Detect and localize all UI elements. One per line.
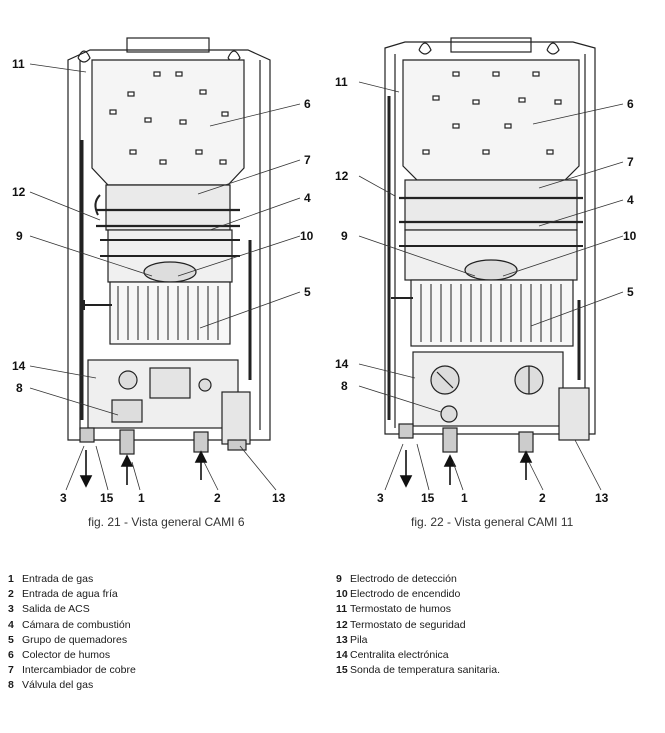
legend-number: 2 — [8, 588, 14, 601]
callout-8: 8 — [341, 379, 348, 393]
legend-number: 15 — [336, 664, 348, 677]
callout-1: 1 — [461, 491, 468, 505]
callout-15: 15 — [421, 491, 435, 505]
legend-number: 11 — [336, 603, 348, 616]
legend-item: 4 Cámara de combustión — [8, 618, 136, 633]
callout-14: 14 — [335, 357, 349, 371]
legend-item: 8 Válvula del gas — [8, 678, 136, 693]
callout-5: 5 — [627, 285, 634, 299]
callout-7: 7 — [304, 153, 311, 167]
callout-4: 4 — [304, 191, 311, 205]
callout-9: 9 — [341, 229, 348, 243]
legend-text: Intercambiador de cobre — [22, 664, 136, 677]
callout-5: 5 — [304, 285, 311, 299]
legend-number: 3 — [8, 603, 14, 616]
legend-item: 3 Salida de ACS — [8, 602, 136, 617]
callout-10: 10 — [623, 229, 637, 243]
legend-text: Termostato de seguridad — [350, 618, 466, 631]
legend-text: Pila — [350, 633, 368, 646]
legend-text: Entrada de gas — [22, 573, 94, 585]
legend-item: 7 Intercambiador de cobre — [8, 663, 136, 678]
callout-3: 3 — [60, 491, 67, 505]
legend-number: 12 — [336, 618, 348, 631]
legend-number: 4 — [8, 618, 14, 631]
callout-10: 10 — [300, 229, 314, 243]
callout-6: 6 — [304, 97, 311, 111]
battery — [558, 387, 590, 441]
callout-2: 2 — [539, 491, 546, 505]
legend-text: Electrodo de detección — [350, 573, 457, 585]
casing — [384, 41, 596, 435]
casing — [67, 49, 271, 441]
legend-text: Grupo de quemadores — [22, 633, 128, 646]
legend-left: 1 Entrada de gas 2 Entrada de agua fría 3 Sal… — [8, 572, 136, 694]
burner-group — [109, 281, 231, 345]
callout-12: 12 — [12, 185, 26, 199]
battery — [221, 391, 251, 445]
legend-item: 5 Grupo de quemadores — [8, 633, 136, 648]
figure-caption: fig. 22 - Vista general CAMI 11 — [411, 515, 574, 529]
callout-15: 15 — [100, 491, 114, 505]
callout-7: 7 — [627, 155, 634, 169]
legend-text: Sonda de temperatura sanitaria. — [350, 664, 501, 677]
callout-9: 9 — [16, 229, 23, 243]
callout-2: 2 — [214, 491, 221, 505]
callout-6: 6 — [627, 97, 634, 111]
callout-3: 3 — [377, 491, 384, 505]
callout-14: 14 — [12, 359, 26, 373]
legend-item: 9 Electrodo de detección — [336, 572, 500, 587]
figure-cami-6: 11 6 7 12 4 9 10 5 14 8 3 15 1 2 13 fig.… — [0, 0, 332, 540]
legend-text: Termostato de humos — [350, 603, 451, 616]
legend-number: 1 — [8, 573, 14, 585]
legend-text: Electrodo de encendido — [350, 588, 461, 601]
legend-text: Cámara de combustión — [22, 618, 131, 631]
legend-item: 2 Entrada de agua fría — [8, 587, 136, 602]
legend-number: 5 — [8, 633, 14, 646]
callout-4: 4 — [627, 193, 634, 207]
legend-text: Válvula del gas — [22, 679, 94, 692]
legend-number: 6 — [8, 649, 14, 662]
legend-number: 14 — [336, 649, 348, 662]
flue-hood — [91, 59, 245, 186]
figure-cami-11: 11 6 7 12 4 9 10 5 14 8 3 15 1 2 13 fig.… — [333, 0, 665, 540]
legend-text: Centralita electrónica — [350, 649, 449, 662]
diagram-cami-6: 11 6 7 12 4 9 10 5 14 8 3 15 1 2 13 — [12, 37, 314, 505]
legend-text: Salida de ACS — [22, 603, 90, 616]
figure-caption: fig. 21 - Vista general CAMI 6 — [88, 515, 245, 529]
legend-text: Entrada de agua fría — [22, 588, 118, 601]
heat-exchanger — [105, 184, 231, 231]
burner-group — [410, 279, 574, 347]
callout-11: 11 — [12, 57, 25, 71]
callout-12: 12 — [335, 169, 349, 183]
legend-item: 1 Entrada de gas — [8, 572, 136, 587]
callout-1: 1 — [138, 491, 145, 505]
legend-number: 8 — [8, 679, 14, 692]
legend-item: 6 Colector de humos — [8, 648, 136, 663]
legend-text: Colector de humos — [22, 649, 111, 662]
callout-13: 13 — [272, 491, 286, 505]
legend-number: 10 — [336, 588, 348, 601]
callout-8: 8 — [16, 381, 23, 395]
callout-13: 13 — [595, 491, 609, 505]
legend-number: 9 — [336, 573, 342, 585]
legend-number: 13 — [336, 633, 348, 646]
diagram-cami-11: 11 6 7 12 4 9 10 5 14 8 3 15 1 2 13 — [335, 37, 637, 505]
legend-number: 7 — [8, 664, 14, 677]
callout-11: 11 — [335, 75, 348, 89]
